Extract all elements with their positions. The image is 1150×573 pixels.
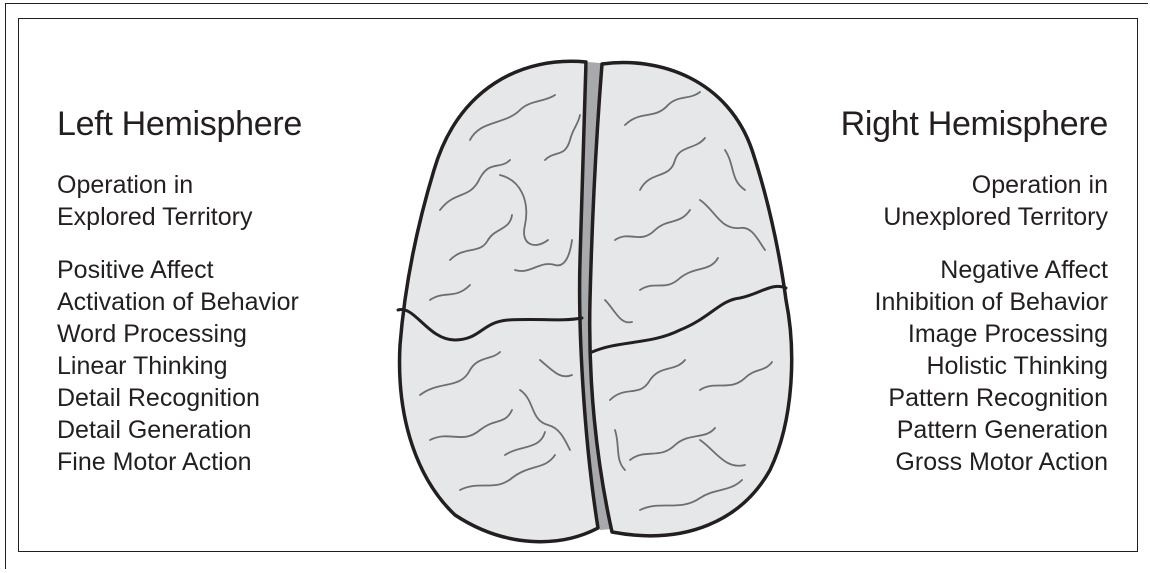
right-territory-block: Operation in Unexplored Territory: [778, 169, 1108, 233]
left-hemisphere-shape: [400, 61, 598, 541]
right-trait: Holistic Thinking: [778, 350, 1108, 382]
right-hemisphere-panel: Right Hemisphere Operation in Unexplored…: [778, 100, 1108, 499]
left-trait: Linear Thinking: [57, 350, 387, 382]
right-trait: Pattern Generation: [778, 414, 1108, 446]
right-hemisphere-title: Right Hemisphere: [778, 100, 1108, 148]
right-trait: Image Processing: [778, 318, 1108, 350]
left-trait: Fine Motor Action: [57, 446, 387, 478]
left-territory-block: Operation in Explored Territory: [57, 169, 387, 233]
right-trait: Gross Motor Action: [778, 446, 1108, 478]
right-trait: Inhibition of Behavior: [778, 286, 1108, 318]
left-trait: Positive Affect: [57, 254, 387, 286]
left-hemisphere-panel: Left Hemisphere Operation in Explored Te…: [57, 100, 387, 499]
right-territory-line: Operation in: [778, 169, 1108, 201]
right-hemisphere-shape: [590, 63, 792, 536]
brain-illustration: [380, 55, 820, 555]
left-hemisphere-title: Left Hemisphere: [57, 100, 387, 148]
left-trait: Activation of Behavior: [57, 286, 387, 318]
left-traits-list: Positive Affect Activation of Behavior W…: [57, 254, 387, 478]
right-trait: Pattern Recognition: [778, 382, 1108, 414]
left-trait: Detail Recognition: [57, 382, 387, 414]
left-territory-line: Explored Territory: [57, 201, 387, 233]
right-trait: Negative Affect: [778, 254, 1108, 286]
left-territory-line: Operation in: [57, 169, 387, 201]
right-territory-line: Unexplored Territory: [778, 201, 1108, 233]
left-trait: Word Processing: [57, 318, 387, 350]
left-trait: Detail Generation: [57, 414, 387, 446]
right-traits-list: Negative Affect Inhibition of Behavior I…: [778, 254, 1108, 478]
